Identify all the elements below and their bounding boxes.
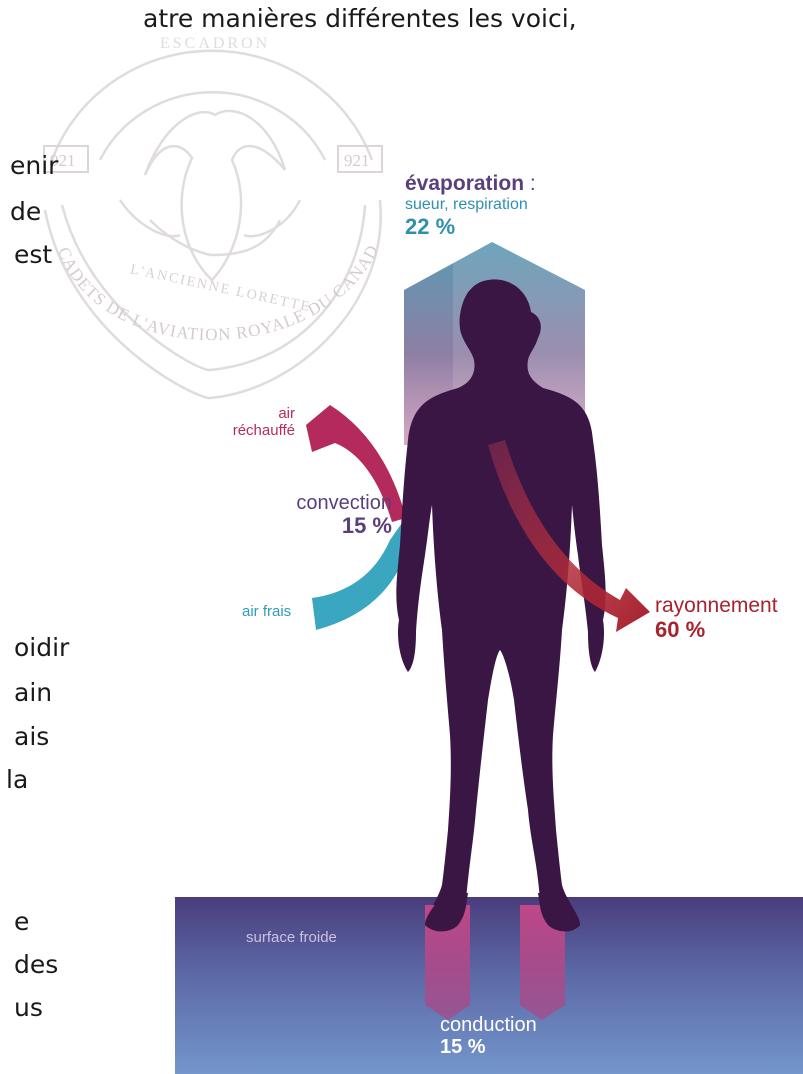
doc-line-9: e: [14, 909, 29, 934]
conduction-percent: 15 %: [440, 1036, 537, 1058]
evaporation-sub: sueur, respiration: [405, 196, 528, 214]
cool-air-label: air frais: [242, 604, 291, 621]
conduction-label: conduction 15 %: [440, 1014, 537, 1059]
doc-line-8: la: [6, 767, 28, 792]
doc-line-4: est: [14, 242, 52, 267]
doc-line-3: de: [10, 199, 41, 224]
doc-line-1: atre manières différentes les voici,: [143, 6, 577, 31]
doc-line-11: us: [14, 995, 43, 1020]
radiation-title: rayonnement: [655, 594, 778, 618]
evaporation-percent: 22 %: [405, 215, 455, 240]
doc-line-5: oidir: [14, 635, 69, 660]
doc-line-2: enir: [10, 153, 58, 178]
evaporation-title: évaporation: [405, 172, 524, 195]
doc-line-6: ain: [14, 680, 52, 705]
surface-label: surface froide: [246, 930, 337, 947]
convection-title: convection: [230, 492, 392, 514]
doc-line-7: ais: [14, 724, 49, 749]
evaporation-colon: :: [524, 172, 536, 195]
warm-air-label-line-1: air: [200, 406, 295, 423]
warm-air-label-line-2: réchauffé: [200, 423, 295, 440]
conduction-title: conduction: [440, 1014, 537, 1036]
convection-percent: 15 %: [230, 514, 392, 539]
convection-label: convection 15 %: [230, 492, 392, 539]
radiation-label: rayonnement 60 %: [655, 594, 778, 642]
warm-air-label: air réchauffé: [200, 406, 295, 440]
doc-line-10: des: [14, 952, 58, 977]
evaporation-label: évaporation :: [405, 172, 536, 196]
radiation-percent: 60 %: [655, 618, 778, 643]
